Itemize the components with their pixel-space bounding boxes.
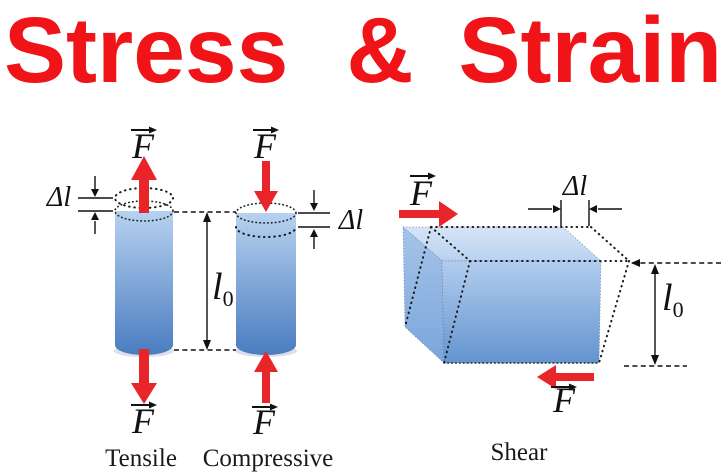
left-arrowhead-icon bbox=[631, 259, 640, 267]
force-symbol: F bbox=[131, 126, 155, 166]
up-arrowhead-icon bbox=[91, 212, 99, 220]
shear-top-force-label: F bbox=[409, 172, 436, 213]
vector-arrowhead-icon bbox=[428, 172, 436, 180]
down-arrowhead-icon bbox=[203, 340, 211, 350]
down-arrowhead-icon bbox=[651, 355, 659, 365]
title-word-left: Stress bbox=[4, 0, 288, 102]
compressive-bottom-force-arrow-icon bbox=[254, 351, 278, 403]
l0-label: l0 bbox=[662, 277, 684, 322]
tensile-top-force-arrow-icon bbox=[131, 156, 157, 213]
shear-delta-l-marker: Δl bbox=[528, 171, 622, 226]
l0-label: l0 bbox=[212, 266, 234, 311]
down-arrowhead-icon bbox=[310, 203, 318, 211]
force-symbol: F bbox=[252, 402, 276, 442]
force-symbol: F bbox=[409, 173, 433, 213]
force-symbol: F bbox=[253, 126, 277, 166]
vector-arrowhead-icon bbox=[569, 383, 577, 391]
up-arrowhead-icon bbox=[203, 212, 211, 222]
down-arrowhead-icon bbox=[91, 189, 99, 197]
compressive-delta-l-label: Δl bbox=[338, 205, 363, 236]
compressive-delta-l-marker: Δl bbox=[298, 190, 363, 249]
tensile-diagram: Δl F F Tensile bbox=[46, 126, 177, 472]
left-arrowhead-icon bbox=[589, 205, 597, 213]
shear-caption: Shear bbox=[491, 439, 549, 466]
compressive-top-force-arrow-icon bbox=[254, 161, 278, 212]
vector-arrowhead-icon bbox=[149, 126, 157, 134]
shear-top-force-arrow-icon bbox=[399, 201, 458, 227]
tensile-delta-l-marker: Δl bbox=[46, 176, 113, 234]
vector-arrowhead-icon bbox=[270, 403, 278, 411]
shear-diagram: Δl l0 F F Shear bbox=[399, 171, 721, 466]
tensile-bottom-force-arrow-icon bbox=[131, 349, 157, 404]
up-arrowhead-icon bbox=[310, 229, 318, 237]
tensile-caption: Tensile bbox=[105, 445, 177, 472]
shear-l0-dimension: l0 bbox=[624, 259, 721, 367]
tensile-cylinder-body bbox=[115, 211, 173, 355]
shear-deformed-outline bbox=[404, 226, 630, 364]
compressive-compressed-outline bbox=[235, 226, 297, 238]
tensile-delta-l-label: Δl bbox=[46, 182, 71, 213]
up-arrowhead-icon bbox=[651, 264, 659, 274]
force-symbol: F bbox=[552, 380, 576, 420]
shear-bottom-force-label: F bbox=[551, 380, 577, 420]
page-title: Stress & Strain bbox=[4, 0, 722, 102]
title-word-right: Strain bbox=[458, 0, 722, 102]
shear-delta-l-label: Δl bbox=[562, 171, 587, 202]
compressive-cylinder-top bbox=[235, 202, 297, 224]
force-symbol: F bbox=[131, 401, 155, 441]
compressive-top-force-label: F bbox=[253, 126, 279, 166]
tensile-bottom-force-label: F bbox=[131, 401, 157, 441]
compressive-bottom-force-label: F bbox=[252, 402, 278, 442]
vector-arrowhead-icon bbox=[149, 401, 157, 409]
compressive-diagram: Δl F F Compressive bbox=[203, 126, 364, 472]
compressive-caption: Compressive bbox=[203, 445, 334, 472]
right-arrowhead-icon bbox=[553, 205, 561, 213]
vector-arrowhead-icon bbox=[271, 126, 279, 134]
compressive-cylinder-body bbox=[236, 213, 296, 355]
title-ampersand: & bbox=[346, 0, 413, 102]
tensile-top-force-label: F bbox=[131, 126, 157, 166]
shear-bottom-force-arrow-icon bbox=[537, 365, 594, 389]
cylinders-l0-dimension: l0 bbox=[174, 211, 236, 351]
